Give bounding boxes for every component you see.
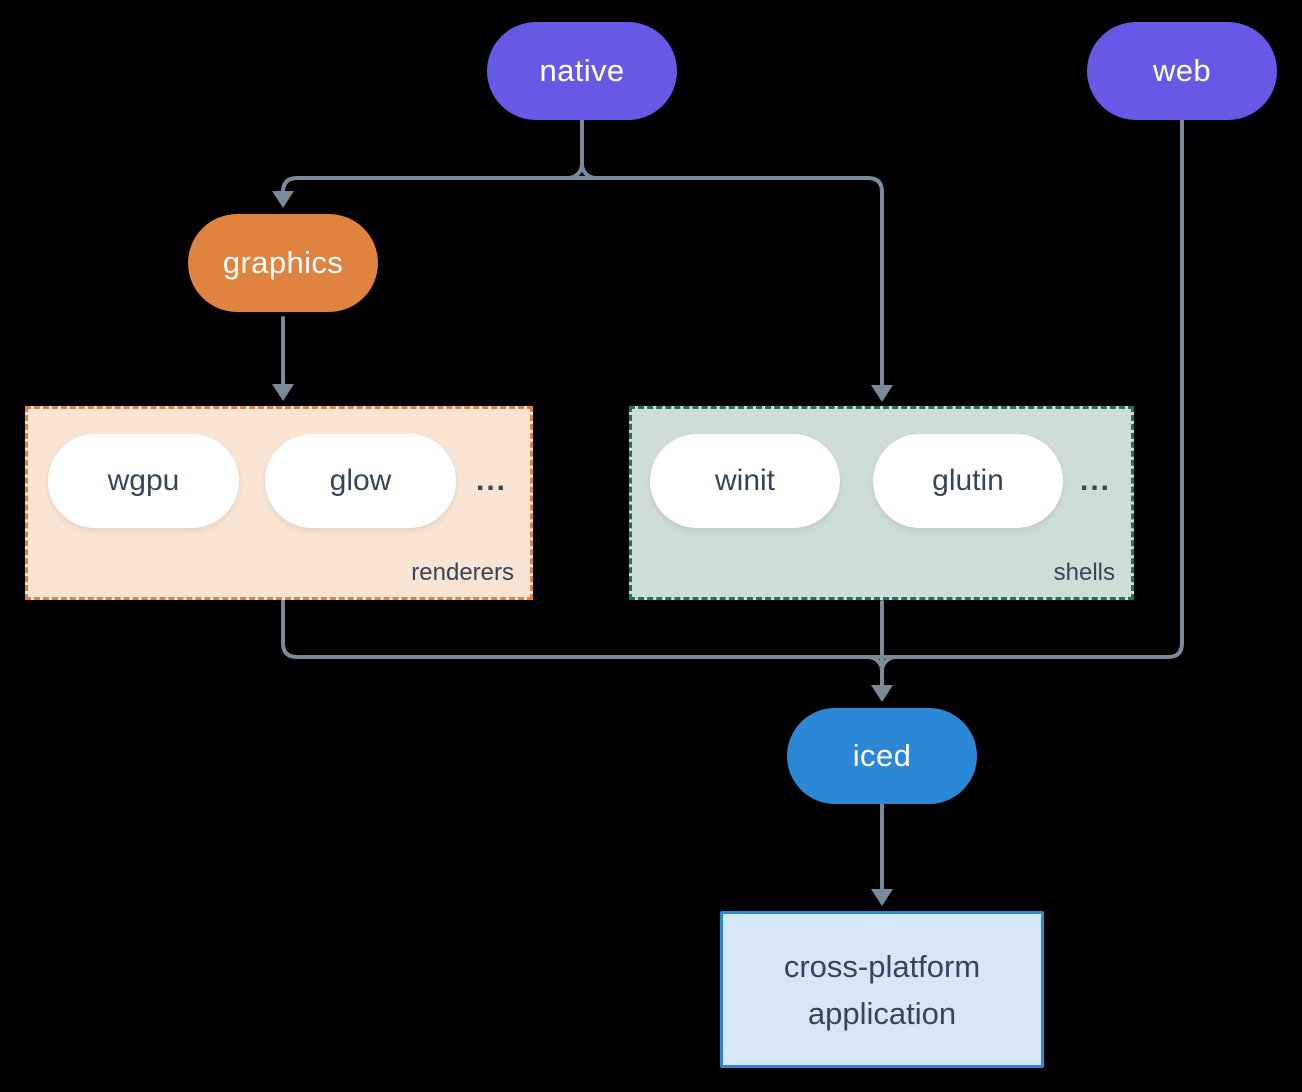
arrowhead-graphics bbox=[272, 191, 294, 208]
node-native: native bbox=[487, 22, 677, 120]
shells-ellipsis: ... bbox=[1080, 464, 1112, 497]
group-renderers: wgpu glow ... renderers bbox=[25, 406, 533, 600]
node-web: web bbox=[1087, 22, 1277, 120]
renderers-ellipsis: ... bbox=[476, 464, 508, 497]
app-label-line1: cross-platform bbox=[783, 948, 981, 984]
arrowhead-iced bbox=[871, 685, 893, 702]
connector-merge-fillet-right bbox=[880, 655, 898, 673]
connector-web-to-merge bbox=[880, 118, 1184, 659]
node-wgpu-label: wgpu bbox=[107, 464, 180, 497]
arrowhead-application bbox=[871, 889, 893, 906]
node-native-label: native bbox=[539, 53, 625, 88]
node-iced-label: iced bbox=[852, 738, 912, 773]
group-renderers-label: renderers bbox=[411, 559, 514, 586]
connector-renderers-to-merge bbox=[281, 599, 884, 659]
group-shells-label: shells bbox=[1053, 559, 1115, 586]
node-graphics: graphics bbox=[188, 214, 378, 312]
connector-native-to-shells bbox=[580, 176, 884, 390]
node-glutin: glutin bbox=[873, 434, 1063, 528]
connector-fork-fillet-right bbox=[580, 162, 598, 180]
connector-merge-fillet-left bbox=[866, 655, 884, 673]
node-iced: iced bbox=[787, 708, 977, 804]
group-shells: winit glutin ... shells bbox=[629, 406, 1134, 600]
connector-fork-fillet-left bbox=[566, 162, 584, 180]
connector-native-to-graphics bbox=[281, 176, 584, 196]
node-wgpu: wgpu bbox=[48, 434, 239, 528]
node-cross-platform-application: cross-platform application bbox=[720, 911, 1044, 1068]
app-label-line2: application bbox=[807, 995, 957, 1031]
node-winit: winit bbox=[650, 434, 840, 528]
node-web-label: web bbox=[1152, 53, 1212, 88]
node-winit-label: winit bbox=[714, 464, 775, 497]
arrowhead-renderers bbox=[272, 384, 294, 401]
node-glow-label: glow bbox=[329, 464, 392, 497]
node-glutin-label: glutin bbox=[932, 464, 1004, 497]
arrowhead-shells bbox=[871, 385, 893, 402]
node-glow: glow bbox=[265, 434, 456, 528]
node-graphics-label: graphics bbox=[222, 245, 344, 280]
